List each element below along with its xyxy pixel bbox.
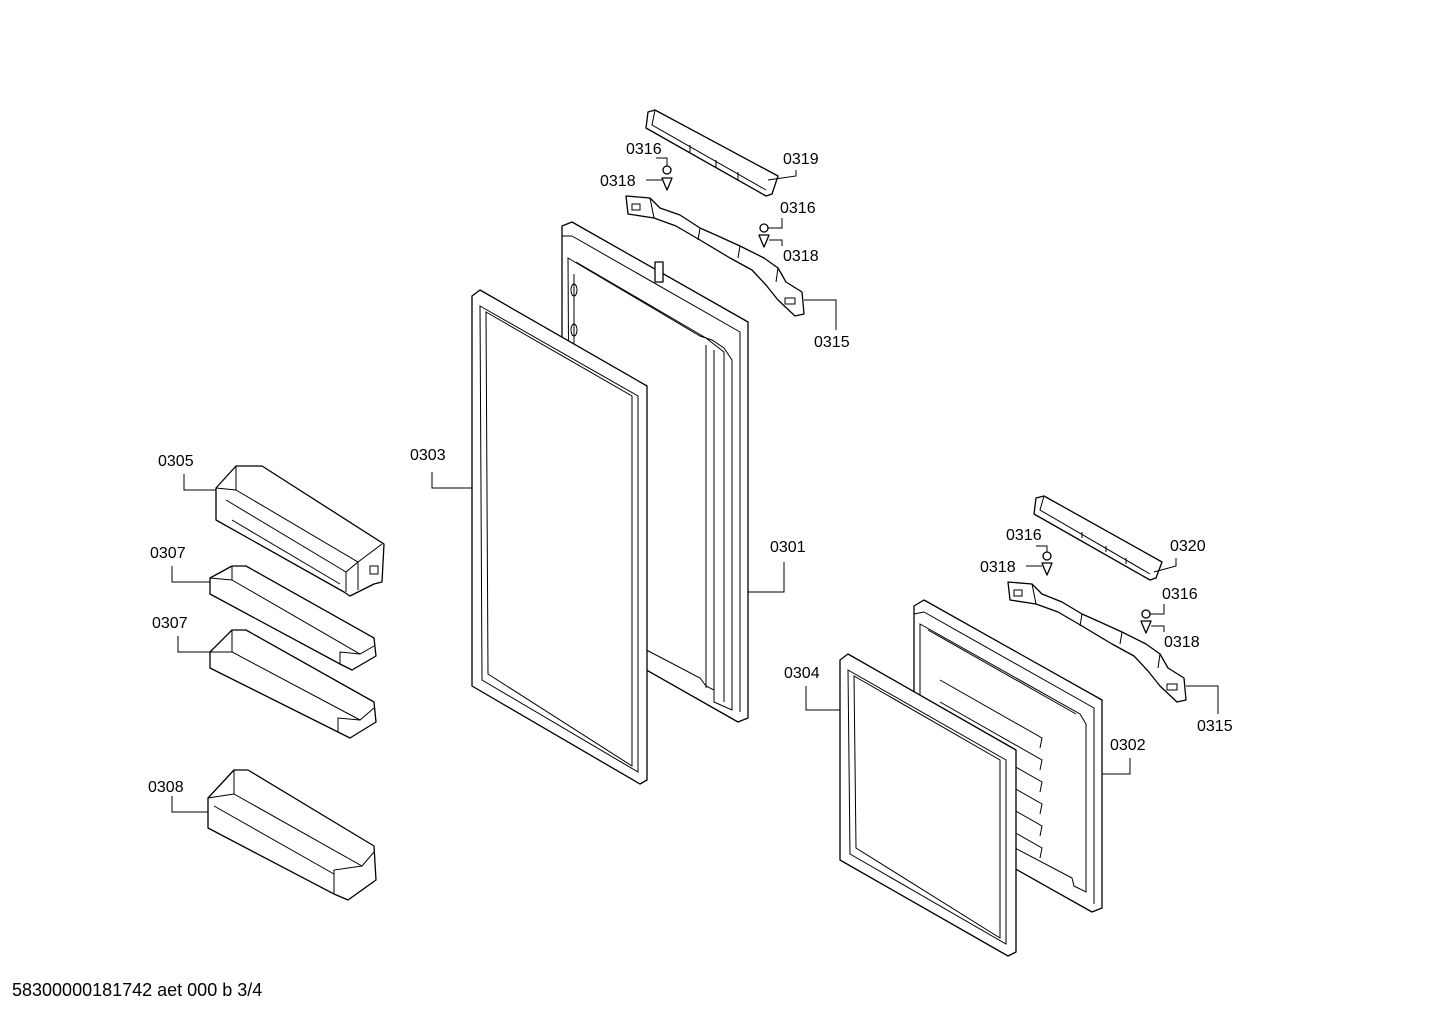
part-labels: 0319 0316 0318 0316 0318 0315 0303 0301 …	[148, 141, 1233, 796]
door-gasket-0303	[471, 289, 648, 785]
label-0315-lower: 0315	[1197, 718, 1233, 735]
leader-lines	[171, 157, 1219, 813]
nut-0316-lower-right	[1141, 609, 1151, 619]
label-0320: 0320	[1170, 538, 1206, 555]
label-0315-upper: 0315	[814, 334, 850, 351]
label-0307-a: 0307	[150, 545, 186, 562]
hinge-cover-0320	[1033, 495, 1163, 581]
label-0302: 0302	[1110, 737, 1146, 754]
door-shelf-0305	[215, 465, 385, 597]
label-0303: 0303	[410, 447, 446, 464]
door-shelf-0307-b	[209, 629, 377, 739]
hinge-plate-0315-upper	[625, 195, 805, 317]
screw-0318-upper-right	[758, 234, 770, 248]
screw-0318-lower-left	[1041, 562, 1053, 576]
label-0316-lower-left: 0316	[1006, 527, 1042, 544]
nut-0316-upper-left	[662, 165, 672, 175]
hinge-cover-0319	[645, 109, 779, 197]
label-0318-lower-left: 0318	[980, 559, 1016, 576]
nut-0316-lower-left	[1042, 551, 1052, 561]
document-id: 58300000181742 aet 000 b 3/4	[12, 980, 263, 1000]
hinge-plate-0315-lower	[1007, 581, 1187, 703]
label-0307-b: 0307	[152, 615, 188, 632]
label-0316-upper-left: 0316	[626, 141, 662, 158]
label-0318-upper-right: 0318	[783, 248, 819, 265]
label-0304: 0304	[784, 665, 820, 682]
label-0318-upper-left: 0318	[600, 173, 636, 190]
label-0316-upper-right: 0316	[780, 200, 816, 217]
screw-0318-upper-left	[661, 177, 673, 191]
label-0318-lower-right: 0318	[1164, 634, 1200, 651]
label-0316-lower-right: 0316	[1162, 586, 1198, 603]
nut-0316-upper-right	[759, 223, 769, 233]
label-0319: 0319	[783, 151, 819, 168]
label-0301: 0301	[770, 539, 806, 556]
screw-0318-lower-right	[1140, 620, 1152, 634]
label-0308: 0308	[148, 779, 184, 796]
door-shelf-0308	[207, 769, 377, 901]
door-gasket-0304	[839, 653, 1017, 957]
door-shelf-0307-a	[209, 565, 377, 671]
label-0305: 0305	[158, 453, 194, 470]
